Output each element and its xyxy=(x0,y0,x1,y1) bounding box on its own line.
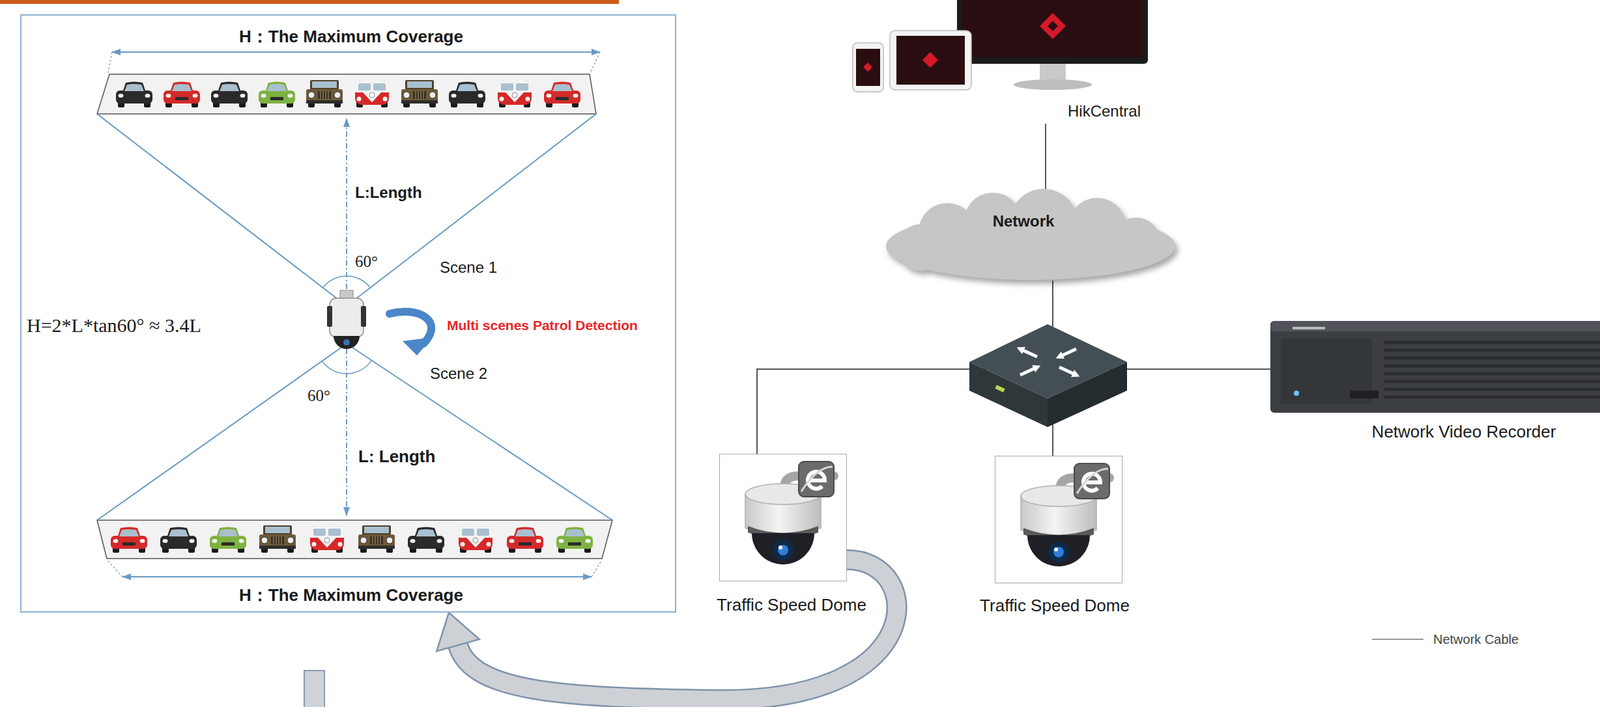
speed-dome: Traffic Speed Dome xyxy=(719,454,847,582)
network-switch xyxy=(1020,367,1038,376)
client-devices xyxy=(852,42,884,92)
speed-dome: Traffic Speed Dome xyxy=(994,456,1123,584)
car xyxy=(497,80,532,108)
client-devices xyxy=(962,0,1143,58)
flow-arrow-head xyxy=(436,613,479,652)
legend-line-sample xyxy=(1371,639,1424,641)
angle-label: 60° xyxy=(307,386,331,406)
video-recorder-icon xyxy=(1349,390,1379,399)
coverage-arrow xyxy=(112,51,600,53)
device-label: HikCentral xyxy=(1067,102,1141,121)
legend-label: Network Cable xyxy=(1433,632,1519,648)
car xyxy=(506,527,544,554)
client-devices xyxy=(889,30,972,90)
car xyxy=(258,82,296,109)
patrol-label: Multi scenes Patrol Detection xyxy=(446,317,638,334)
scene-label: Scene 2 xyxy=(429,364,488,384)
network-switch xyxy=(1059,349,1077,358)
car xyxy=(355,80,389,108)
video-recorder-icon xyxy=(1293,390,1300,397)
rotation-arrow xyxy=(402,337,433,356)
cloud-shape xyxy=(885,188,1176,281)
network-cable xyxy=(1044,123,1047,189)
ptz-camera xyxy=(327,290,367,350)
client-devices xyxy=(856,48,881,86)
car xyxy=(448,82,486,109)
car xyxy=(407,527,445,554)
car xyxy=(543,82,581,109)
client-devices xyxy=(1039,13,1066,40)
length-label: L:Length xyxy=(355,183,423,202)
video-recorder: Network Video Recorder xyxy=(1270,321,1600,414)
video-recorder-icon xyxy=(1292,327,1326,330)
network-switch xyxy=(994,385,1005,393)
scene-panel: H：The Maximum CoverageL:Length60°Scene 1… xyxy=(20,14,677,614)
cloud-shape xyxy=(1112,217,1160,265)
video-recorder-icon xyxy=(1383,342,1600,398)
video-recorder-icon xyxy=(1270,321,1600,414)
network-switch xyxy=(1020,349,1038,358)
car xyxy=(163,82,200,109)
client-devices xyxy=(922,52,939,68)
rotation-arrow xyxy=(389,312,433,356)
video-recorder-icon xyxy=(1270,321,1600,414)
network-cloud: Network xyxy=(875,188,1186,281)
client-devices xyxy=(896,35,965,85)
car xyxy=(211,82,248,109)
road-strip xyxy=(97,74,597,115)
road-strip xyxy=(97,520,613,559)
cloud-shape xyxy=(897,224,945,272)
client-devices xyxy=(1047,20,1058,32)
client-devices xyxy=(1013,79,1092,90)
title-bar xyxy=(0,0,619,4)
car xyxy=(259,525,296,554)
length-line xyxy=(345,118,348,301)
ptz-camera xyxy=(329,298,364,338)
client-devices xyxy=(852,0,1148,92)
flow-arrow-stub xyxy=(304,671,325,707)
car xyxy=(115,82,153,109)
hikcentral-platform: HikCentral xyxy=(846,0,1157,124)
length-label: L: Length xyxy=(358,447,436,468)
angle-label: 60° xyxy=(355,252,378,272)
coverage-label: H：The Maximum Coverage xyxy=(239,27,464,47)
ptz-camera xyxy=(333,336,360,350)
cloud-shape xyxy=(875,188,1186,281)
flow-arrow-body xyxy=(457,560,898,701)
network-switch xyxy=(969,324,1128,399)
client-devices xyxy=(1039,63,1066,81)
device-label: Traffic Speed Dome xyxy=(979,596,1130,617)
network-switch xyxy=(1059,367,1077,376)
client-devices xyxy=(957,0,1148,64)
angle-arc xyxy=(323,276,371,288)
formula-label: H=2*L*tan60° ≈ 3.4L xyxy=(26,314,202,338)
ptz-camera xyxy=(360,306,367,328)
network-switch xyxy=(969,324,1128,428)
cloud-label: Network xyxy=(992,212,1055,231)
car xyxy=(556,527,593,554)
device-label: Traffic Speed Dome xyxy=(716,596,867,616)
dome-camera-icon xyxy=(745,461,834,565)
car xyxy=(401,80,438,108)
coverage-label: H：The Maximum Coverage xyxy=(239,586,464,606)
device-label: Network Video Recorder xyxy=(1371,422,1557,443)
car xyxy=(209,527,247,554)
car xyxy=(306,80,343,108)
car xyxy=(458,526,493,554)
client-devices xyxy=(863,62,873,72)
car xyxy=(310,526,344,554)
flow-arrow xyxy=(436,560,897,701)
car xyxy=(160,527,197,554)
video-recorder-icon xyxy=(1270,321,1600,332)
scene-label: Scene 1 xyxy=(439,258,498,277)
dome-camera-icon xyxy=(1020,463,1110,567)
ptz-camera xyxy=(343,339,350,346)
ptz-camera xyxy=(327,306,333,328)
coverage-arrow xyxy=(122,576,592,578)
angle-arc xyxy=(321,360,372,374)
car xyxy=(110,527,148,554)
car xyxy=(358,525,395,554)
flow-arrow-outline xyxy=(457,560,898,701)
